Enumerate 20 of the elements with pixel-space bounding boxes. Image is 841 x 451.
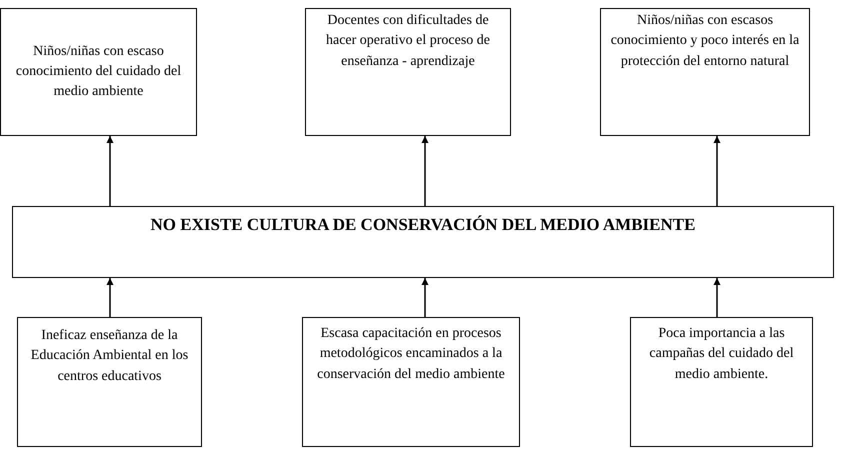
text-box: [600, 8, 810, 136]
text-box: [305, 8, 511, 136]
arrow: [422, 278, 428, 317]
box-text: Niños/niñas con escasos conocimiento y poco interés en la protección del entorno natural: [610, 12, 800, 71]
box-text: Ineficaz enseñanza de la Educación Ambiental en los centros educativos: [30, 327, 190, 386]
problem-statement: NO EXISTE CULTURA DE CONSERVACIÓN DEL MEDIO AMBIENTE: [150, 214, 696, 236]
box-text: Escasa capacitación en procesos metodológicos encaminados a la conservación del medio ambiente: [316, 325, 506, 384]
arrow: [106, 136, 114, 206]
box-text: Docentes con dificultades de hacer operativo el proceso de enseñanza - aprendizaje: [324, 12, 492, 71]
text-box: [302, 317, 520, 447]
box-text: Poca importancia a las campañas del cuidado del medio ambiente.: [648, 325, 795, 384]
arrow: [714, 278, 720, 317]
text-box: [17, 317, 202, 447]
arrow: [714, 136, 720, 206]
text-box: [630, 317, 813, 447]
arrow: [106, 278, 114, 317]
text-box: [12, 206, 834, 278]
box-text: Niños/niñas con escaso conocimiento del cuidado del medio ambiente: [14, 42, 182, 102]
arrow: [422, 136, 428, 206]
text-box: [0, 8, 197, 136]
